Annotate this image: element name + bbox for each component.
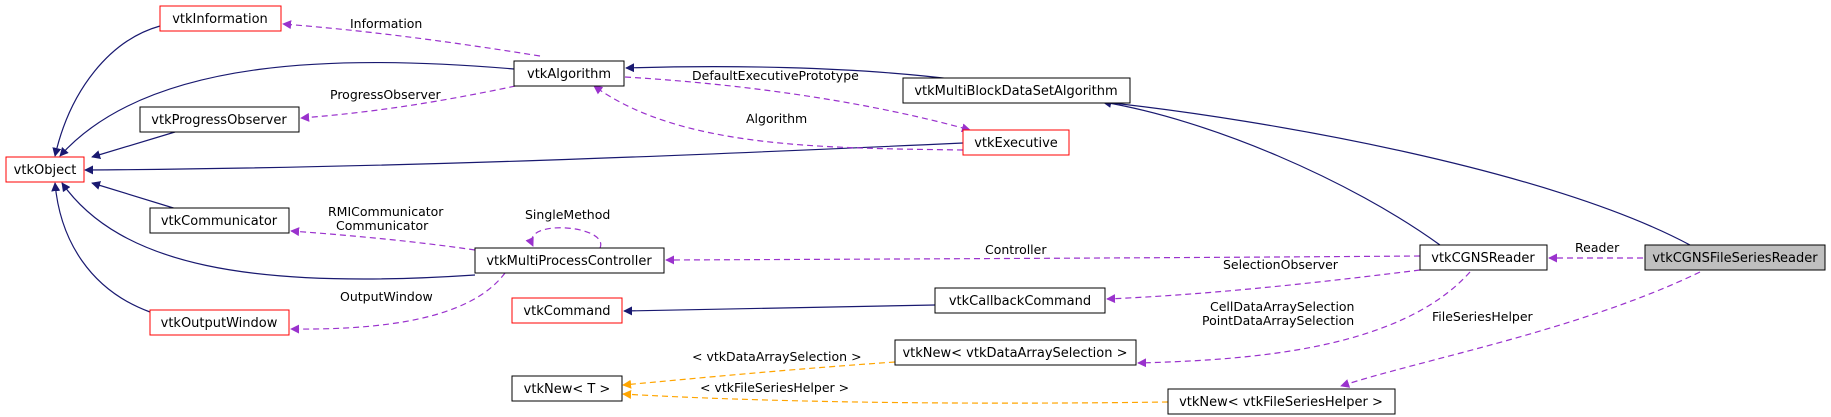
- node-vtk-progress-observer[interactable]: vtkProgressObserver: [139, 106, 300, 133]
- node-vtk-new-file-series-helper[interactable]: vtkNew< vtkFileSeriesHelper >: [1167, 388, 1396, 415]
- edge-fileseriesreader-to-multiblock: [1102, 98, 1691, 246]
- label-tmpl-data-array-selection: < vtkDataArraySelection >: [692, 349, 862, 364]
- edge-datarrayselection-instantiates-t: [622, 361, 896, 389]
- label-information: Information: [350, 16, 422, 31]
- edge-fileserieshelper-instantiates-t: [622, 389, 1169, 404]
- edge-multiprocesscontroller-to-object: [61, 182, 476, 280]
- node-vtk-object-label: vtkObject: [14, 163, 77, 178]
- label-cell-data-array-selection: CellDataArraySelection: [1210, 299, 1354, 314]
- node-vtk-output-window[interactable]: vtkOutputWindow: [149, 309, 290, 336]
- label-tmpl-file-series-helper: < vtkFileSeriesHelper >: [700, 380, 849, 395]
- node-vtk-command[interactable]: vtkCommand: [511, 297, 623, 324]
- label-algorithm: Algorithm: [746, 111, 807, 126]
- usage-edges: [282, 20, 1701, 388]
- label-default-executive-prototype: DefaultExecutivePrototype: [692, 68, 859, 83]
- label-single-method: SingleMethod: [525, 207, 610, 222]
- node-vtk-callback-command-label: vtkCallbackCommand: [949, 294, 1091, 309]
- edge-cgnsreader-uses-datarrayselection: [1137, 271, 1471, 368]
- node-vtk-output-window-label: vtkOutputWindow: [161, 316, 278, 331]
- edge-callbackcommand-to-command: [623, 304, 936, 316]
- node-vtk-multiprocess-controller-label: vtkMultiProcessController: [486, 254, 652, 269]
- edge-controller-uses-outputwindow: [290, 272, 506, 334]
- edge-labels: Information ProgressObserver DefaultExec…: [328, 16, 1620, 395]
- node-vtk-executive[interactable]: vtkExecutive: [962, 129, 1070, 156]
- edge-cgnsreader-uses-callbackcommand: [1106, 269, 1421, 304]
- node-vtk-cgns-file-series-reader-label: vtkCGNSFileSeriesReader: [1652, 251, 1818, 266]
- edge-fileseriesreader-uses-fileserieshelper: [1340, 271, 1701, 388]
- edge-outputwindow-to-object: [51, 182, 151, 313]
- node-vtk-callback-command[interactable]: vtkCallbackCommand: [934, 287, 1106, 314]
- edge-cgnsreader-uses-controller: [665, 255, 1421, 265]
- edge-controller-uses-communicator: [290, 227, 476, 251]
- node-vtk-cgns-reader-label: vtkCGNSReader: [1431, 251, 1535, 266]
- edge-information-to-object: [52, 25, 161, 157]
- node-vtk-multiprocess-controller[interactable]: vtkMultiProcessController: [474, 247, 665, 274]
- edge-communicator-to-object: [91, 181, 181, 211]
- edge-cgnsreader-to-multiblock: [1102, 98, 1441, 246]
- node-vtk-communicator[interactable]: vtkCommunicator: [149, 207, 290, 234]
- node-vtk-cgns-reader[interactable]: vtkCGNSReader: [1419, 244, 1548, 271]
- edge-algorithm-uses-progressobserver: [300, 83, 526, 122]
- edge-algorithm-to-object: [59, 61, 515, 157]
- node-vtk-new-data-array-selection[interactable]: vtkNew< vtkDataArraySelection >: [894, 339, 1137, 366]
- node-vtk-new-file-series-helper-label: vtkNew< vtkFileSeriesHelper >: [1179, 395, 1383, 410]
- template-edges: [622, 361, 1169, 404]
- label-controller: Controller: [985, 242, 1047, 257]
- edge-multiblock-to-algorithm: [625, 63, 961, 81]
- node-vtk-algorithm-label: vtkAlgorithm: [527, 67, 611, 82]
- edge-executive-to-object: [84, 142, 964, 175]
- label-output-window: OutputWindow: [340, 289, 433, 304]
- edge-controller-singlemethod-self: [525, 227, 602, 249]
- node-vtk-new-t-label: vtkNew< T >: [524, 382, 611, 397]
- node-vtk-executive-label: vtkExecutive: [974, 136, 1058, 151]
- node-vtk-communicator-label: vtkCommunicator: [161, 214, 278, 229]
- inheritance-edges: [51, 25, 1691, 316]
- label-communicator: Communicator: [336, 218, 429, 233]
- node-vtk-new-t[interactable]: vtkNew< T >: [511, 375, 623, 402]
- label-progress-observer: ProgressObserver: [330, 87, 442, 102]
- node-vtk-information-label: vtkInformation: [172, 12, 268, 27]
- node-vtk-multiblock-dataset-algorithm-label: vtkMultiBlockDataSetAlgorithm: [914, 84, 1117, 99]
- node-vtk-command-label: vtkCommand: [523, 304, 610, 319]
- label-file-series-helper: FileSeriesHelper: [1432, 309, 1534, 324]
- node-vtk-object[interactable]: vtkObject: [5, 156, 85, 183]
- class-nodes: vtkInformation vtkAlgorithm vtkMultiBloc…: [5, 5, 1826, 415]
- node-vtk-algorithm[interactable]: vtkAlgorithm: [513, 60, 625, 87]
- label-point-data-array-selection: PointDataArraySelection: [1202, 313, 1354, 328]
- node-vtk-information[interactable]: vtkInformation: [159, 5, 282, 32]
- edge-algorithm-uses-executive: [624, 76, 971, 133]
- label-rmi-communicator: RMICommunicator: [328, 204, 444, 219]
- label-selection-observer: SelectionObserver: [1223, 257, 1339, 272]
- node-vtk-progress-observer-label: vtkProgressObserver: [151, 113, 287, 128]
- node-vtk-new-data-array-selection-label: vtkNew< vtkDataArraySelection >: [902, 346, 1127, 361]
- label-reader: Reader: [1575, 240, 1620, 255]
- edge-progressobserver-to-object: [91, 131, 176, 159]
- node-vtk-cgns-file-series-reader[interactable]: vtkCGNSFileSeriesReader: [1644, 244, 1826, 271]
- node-vtk-multiblock-dataset-algorithm[interactable]: vtkMultiBlockDataSetAlgorithm: [902, 77, 1131, 104]
